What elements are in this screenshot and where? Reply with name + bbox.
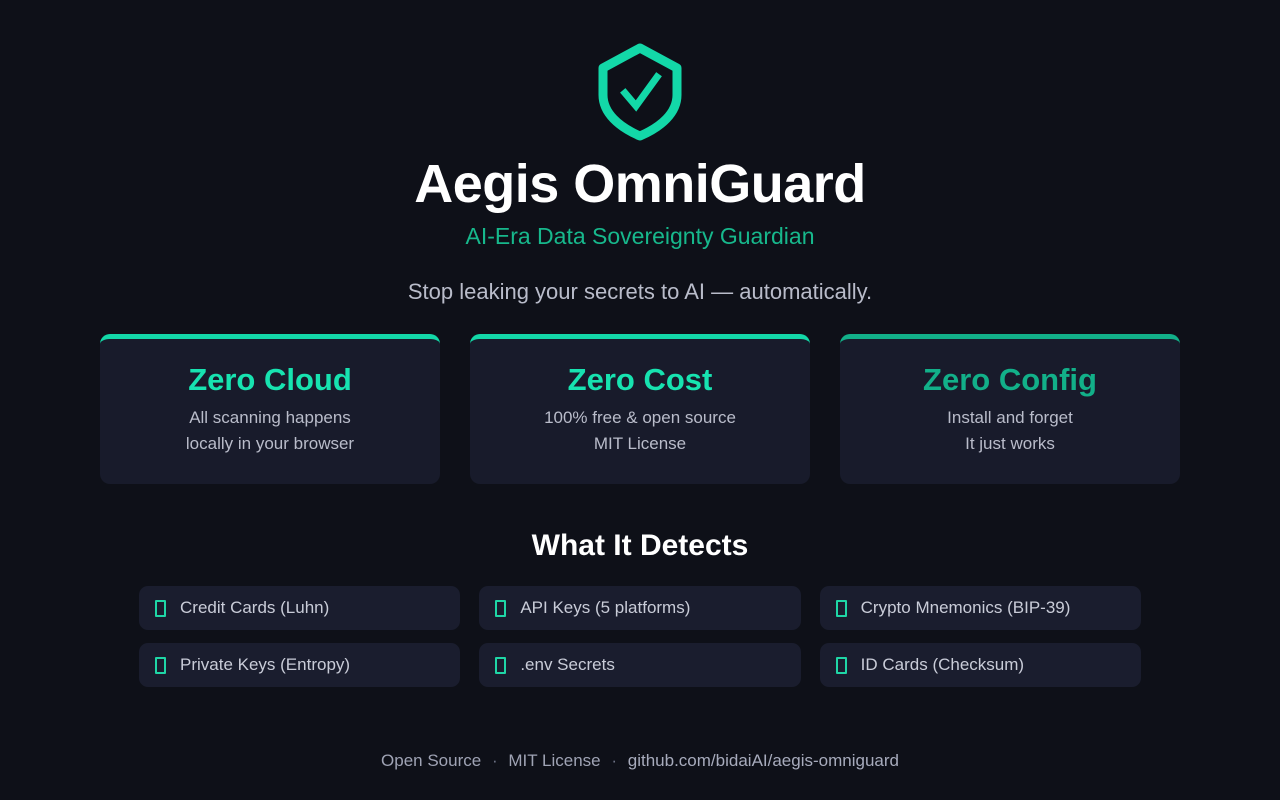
missing-glyph-box-icon: [155, 656, 166, 674]
feature-card-description-line: Install and forget: [947, 407, 1073, 427]
detection-chip-label: Private Keys (Entropy): [180, 655, 351, 674]
feature-card-description-line: locally in your browser: [185, 433, 355, 453]
footer-license-label: MIT License: [508, 751, 601, 770]
detection-chip-credit-cards[interactable]: Credit Cards (Luhn): [139, 586, 461, 630]
feature-card-description: Install and forget It just works: [947, 405, 1073, 457]
shield-check-icon: [598, 43, 682, 141]
feature-card-zero-cost: Zero Cost 100% free & open source MIT Li…: [470, 334, 810, 484]
detection-chip-list: Credit Cards (Luhn) API Keys (5 platform…: [139, 586, 1141, 687]
page-tagline: Stop leaking your secrets to AI — automa…: [407, 279, 873, 304]
detection-chip-label: ID Cards (Checksum): [860, 655, 1025, 674]
footer-separator: ·: [611, 751, 618, 770]
missing-glyph-box-icon: [155, 599, 166, 617]
feature-card-title: Zero Config: [923, 361, 1097, 397]
feature-card-description: All scanning happens locally in your bro…: [186, 405, 354, 457]
missing-glyph-box-icon: [495, 599, 507, 617]
page-title: Aegis OmniGuard: [414, 154, 866, 214]
detection-chip-private-keys[interactable]: Private Keys (Entropy): [139, 643, 461, 687]
footer-open-source-label: Open Source: [381, 751, 482, 770]
detection-chip-label: .env Secrets: [520, 655, 615, 674]
page-subtitle: AI-Era Data Sovereignty Guardian: [465, 223, 815, 249]
feature-card-description-line: All scanning happens: [189, 407, 351, 427]
detection-chip-env-secrets[interactable]: .env Secrets: [479, 643, 801, 687]
detection-chip-label: Credit Cards (Luhn): [180, 598, 330, 617]
feature-card-description-line: 100% free & open source: [544, 407, 736, 427]
detection-chip-crypto-mnemonics[interactable]: Crypto Mnemonics (BIP-39): [819, 586, 1141, 630]
app-logo: [594, 42, 686, 142]
missing-glyph-box-icon: [835, 656, 847, 674]
footer-separator: ·: [491, 751, 498, 770]
feature-card-title: Zero Cloud: [188, 361, 352, 397]
section-title-detects: What It Detects: [531, 529, 749, 562]
footer-repo-link[interactable]: github.com/bidaiAI/aegis-omniguard: [627, 751, 899, 770]
footer: Open Source · MIT License · github.com/b…: [0, 750, 1280, 772]
detection-chip-label: Crypto Mnemonics (BIP-39): [860, 598, 1071, 617]
detection-chip-id-cards[interactable]: ID Cards (Checksum): [819, 643, 1141, 687]
feature-card-description: 100% free & open source MIT License: [544, 405, 736, 457]
feature-card-description-line: It just works: [965, 433, 1055, 453]
missing-glyph-box-icon: [495, 656, 507, 674]
feature-card-title: Zero Cost: [567, 361, 713, 397]
feature-card-zero-config: Zero Config Install and forget It just w…: [840, 334, 1180, 484]
detection-chip-api-keys[interactable]: API Keys (5 platforms): [479, 586, 801, 630]
feature-card-zero-cloud: Zero Cloud All scanning happens locally …: [100, 334, 440, 484]
feature-card-description-line: MIT License: [593, 433, 687, 453]
missing-glyph-box-icon: [835, 599, 847, 617]
detection-chip-label: API Keys (5 platforms): [520, 598, 691, 617]
feature-card-list: Zero Cloud All scanning happens locally …: [100, 334, 1180, 484]
